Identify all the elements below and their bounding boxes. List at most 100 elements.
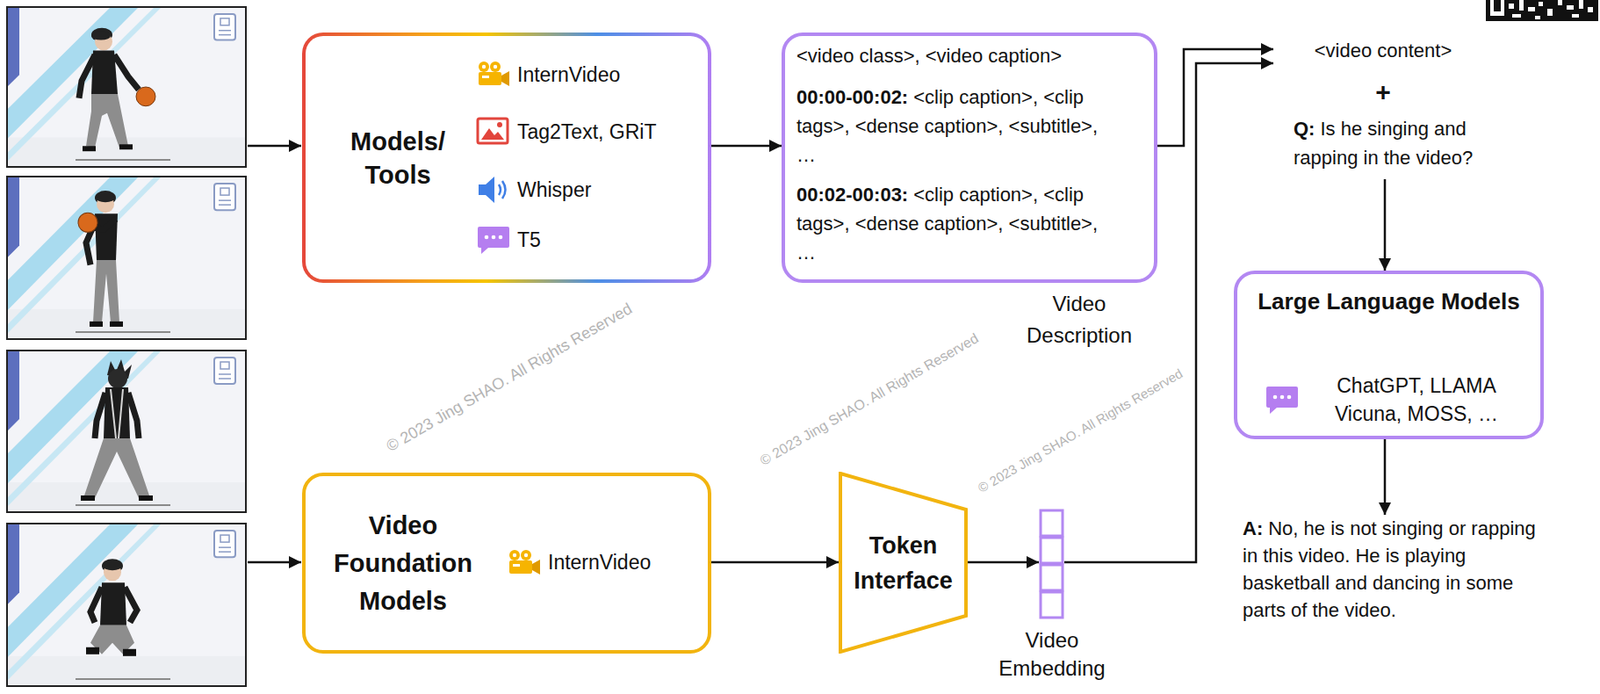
tool-icon-svg-part-circle-part bbox=[484, 235, 490, 240]
tool-icon bbox=[1264, 384, 1300, 415]
video-frame-2-svg-part-polygon-part bbox=[93, 260, 120, 323]
video-frame-2-svg-part-rect-part bbox=[109, 321, 123, 327]
qr-code-rect-part bbox=[1535, 15, 1541, 20]
video-frame-3-svg-part-polyline-part bbox=[94, 392, 106, 439]
arrow-connector bbox=[711, 561, 839, 564]
qr-code-rect-part bbox=[1557, 0, 1563, 6]
box-title: Video Foundation Models bbox=[333, 511, 473, 615]
tool-name: Whisper bbox=[517, 178, 591, 202]
qr-code-rect-part bbox=[1493, 0, 1501, 12]
tool-icon-svg-part-circle-part bbox=[1287, 395, 1292, 400]
tool-icon-svg-part-path-part bbox=[502, 180, 506, 199]
tool-name: Tag2Text, GRiT bbox=[517, 120, 657, 144]
video-frame-3-svg-part-rect-part bbox=[80, 495, 95, 501]
video-frame-4-svg-part-use-part bbox=[7, 523, 246, 686]
tool-icon-svg-part bbox=[506, 547, 542, 577]
tool-icon-svg-part-path-part bbox=[477, 226, 510, 254]
text-block: Q:Is he singing and rapping in the video… bbox=[1293, 114, 1509, 173]
plus-sign: + bbox=[1375, 77, 1391, 107]
qr-code-rect-part bbox=[1571, 14, 1579, 18]
video-frame-3-svg-part-polyline-part bbox=[128, 392, 139, 439]
text-block: <video content> bbox=[1273, 36, 1493, 65]
tool-icon-svg-part-circle-part bbox=[509, 549, 520, 561]
video-frame-2-svg-part-ellipse-part bbox=[95, 193, 116, 202]
tool-icon-svg-part bbox=[1264, 384, 1300, 415]
text-line: <video class>, <video caption> bbox=[796, 41, 1106, 71]
qr-code-rect-part bbox=[1527, 7, 1536, 12]
tool-icon-svg-part-circle-part bbox=[482, 64, 486, 69]
arrow-connector bbox=[967, 561, 1039, 564]
qr-code-rect-part bbox=[1547, 8, 1553, 16]
text-block: Tag2Text, GRiT bbox=[517, 119, 657, 145]
tool-icon-svg-part-rect-part bbox=[477, 118, 508, 144]
frame-arrow bbox=[247, 145, 302, 563]
video-frame-3-svg-part-circle-part bbox=[108, 368, 128, 389]
qr-code-rect-part bbox=[1519, 0, 1524, 11]
video-frame-2-svg-part-use-part bbox=[7, 176, 246, 339]
video-frame-2-svg-part-polyline-part bbox=[94, 218, 116, 230]
video-frame-1-svg-part-polyline-part bbox=[79, 54, 95, 98]
arrow-connector bbox=[1383, 179, 1387, 271]
video-frame-1-svg-part-circle-part bbox=[136, 86, 156, 107]
answer-marker: A: bbox=[1242, 517, 1263, 540]
text-block: Video Embedding bbox=[990, 626, 1114, 683]
tool-icon-svg-part-polygon-part bbox=[478, 176, 495, 203]
tool-icon-svg-part-circle-part bbox=[497, 122, 503, 128]
video-frame-3-svg-part-rect-part bbox=[138, 495, 153, 501]
text-block: Large Language Models bbox=[1237, 283, 1541, 319]
video-frame-1-svg-part-rect-part bbox=[82, 145, 96, 152]
embedding-squares-svg-part-rect-part bbox=[1040, 537, 1063, 563]
text-block: ChatGPT, LLAMA Vicuna, MOSS, … bbox=[1311, 371, 1522, 428]
tool-icon-svg-part-circle-part bbox=[520, 549, 532, 561]
tool-icon-svg-part-circle-part bbox=[498, 235, 504, 240]
video-frame-4-svg-part-ellipse-part bbox=[102, 561, 123, 570]
tool-icon-svg-part bbox=[475, 174, 512, 205]
tool-icon-svg-part-circle-part bbox=[490, 61, 501, 73]
box-heading: Video Description bbox=[1026, 291, 1132, 347]
qr-code-rect-part bbox=[1485, 0, 1599, 22]
tool-name: T5 bbox=[517, 228, 541, 252]
tool-icon-svg-part-circle-part bbox=[491, 235, 497, 240]
tool-icon-svg-part-circle-part bbox=[512, 553, 517, 557]
tool-name: InternVideo bbox=[517, 63, 620, 87]
video-frame-1-svg-part-polygon-part bbox=[86, 93, 129, 148]
tool-icon-svg-part bbox=[475, 59, 512, 88]
video-frame-2 bbox=[7, 176, 246, 339]
tool-icon-svg-part-rect-part bbox=[509, 560, 533, 574]
timestamp: 00:00-00:02: bbox=[796, 86, 909, 109]
answer-text: No, he is not singing or rapping in this… bbox=[1242, 517, 1536, 621]
video-frame-4-rect-part bbox=[7, 523, 246, 686]
tool-icon-svg-part-path-part bbox=[1266, 386, 1298, 414]
video-frame-2-rect-part bbox=[7, 176, 246, 339]
qr-code-rect-part bbox=[1490, 0, 1505, 16]
tool-name: InternVideo bbox=[547, 550, 651, 574]
text-block: <video class>, <video caption> 00:00-00:0… bbox=[796, 41, 1106, 267]
timestamp: 00:02-00:03: bbox=[796, 183, 909, 206]
video-frame-4-svg-part-rect-part bbox=[86, 647, 100, 655]
video-frame-1 bbox=[7, 7, 246, 167]
text-line: 00:00-00:02:<clip caption>, <clip tags>,… bbox=[796, 82, 1106, 170]
content-placeholder: <video content> bbox=[1314, 39, 1453, 62]
tool-icon bbox=[506, 547, 542, 577]
video-frame-3-svg-part bbox=[7, 350, 246, 512]
question-marker: Q: bbox=[1293, 117, 1315, 140]
box-heading: Video Embedding bbox=[998, 627, 1105, 680]
text-block: A:No, he is not singing or rapping in th… bbox=[1242, 514, 1546, 624]
trapezoid-shape-svg-part bbox=[838, 471, 968, 654]
trapezoid-shape bbox=[838, 471, 968, 654]
video-frame-3-svg-part-line-part bbox=[118, 389, 123, 439]
video-frame-4-svg-part bbox=[7, 523, 246, 686]
tool-icon bbox=[475, 59, 512, 88]
tool-icon bbox=[475, 174, 512, 205]
tool-icon-svg-part-circle-part bbox=[493, 64, 498, 69]
text-block: Token Interface bbox=[838, 527, 968, 599]
video-frame-2-svg-part-rect-part bbox=[89, 321, 103, 327]
video-frame-1-rect-part bbox=[7, 7, 246, 167]
qr-code-rect-part bbox=[1512, 14, 1521, 18]
tool-icon-svg-part-circle-part bbox=[524, 553, 528, 557]
embedding-squares bbox=[1038, 508, 1065, 621]
video-frame-4-svg-part-polyline-part bbox=[124, 586, 137, 622]
token-trapezoid: Token Interface bbox=[838, 471, 968, 654]
video-frame-3-svg-part-polygon-part bbox=[84, 438, 150, 498]
